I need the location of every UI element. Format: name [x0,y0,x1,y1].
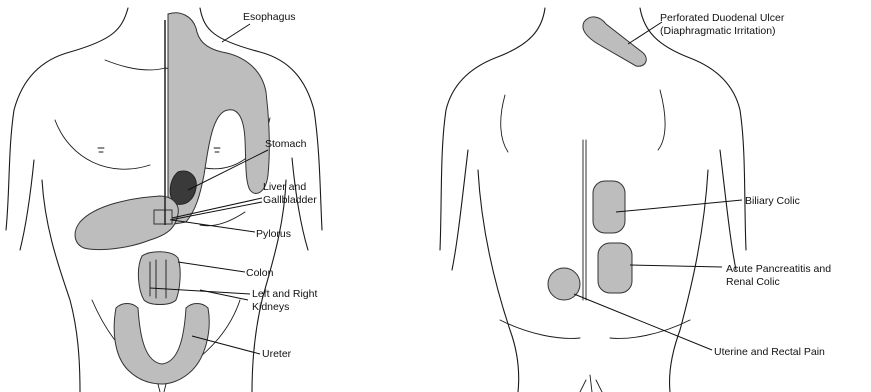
label-ulcer-line1: Perforated Duodenal Ulcer [660,12,785,24]
pylorus-shape [154,210,172,224]
label-pancreatitis-line2: Renal Colic [726,276,780,288]
label-stomach: Stomach [265,138,307,150]
label-kidneys-line1: Left and Right [252,288,317,300]
label-uterine: Uterine and Rectal Pain [714,346,825,358]
label-colon: Colon [246,267,274,279]
label-pancreatitis-line1: Acute Pancreatitis and [726,263,831,275]
back-pain-regions [548,17,646,300]
ulcer-region [583,17,646,66]
label-ureter: Ureter [262,348,292,360]
colon-shape [138,252,180,305]
label-biliary: Biliary Colic [745,195,800,207]
biliary-region [593,181,625,233]
label-ulcer-line2: (Diaphragmatic Irritation) [660,25,776,37]
ureter-shape [114,304,209,385]
label-kidneys-line2: Kidneys [252,301,289,313]
label-liver-line1: Liver and [263,181,306,193]
label-pylorus: Pylorus [256,228,291,240]
uterine-region [548,268,580,300]
pancreatitis-region [598,243,632,293]
label-esophagus: Esophagus [243,11,296,23]
label-liver-line2: Gallbladder [263,194,317,206]
